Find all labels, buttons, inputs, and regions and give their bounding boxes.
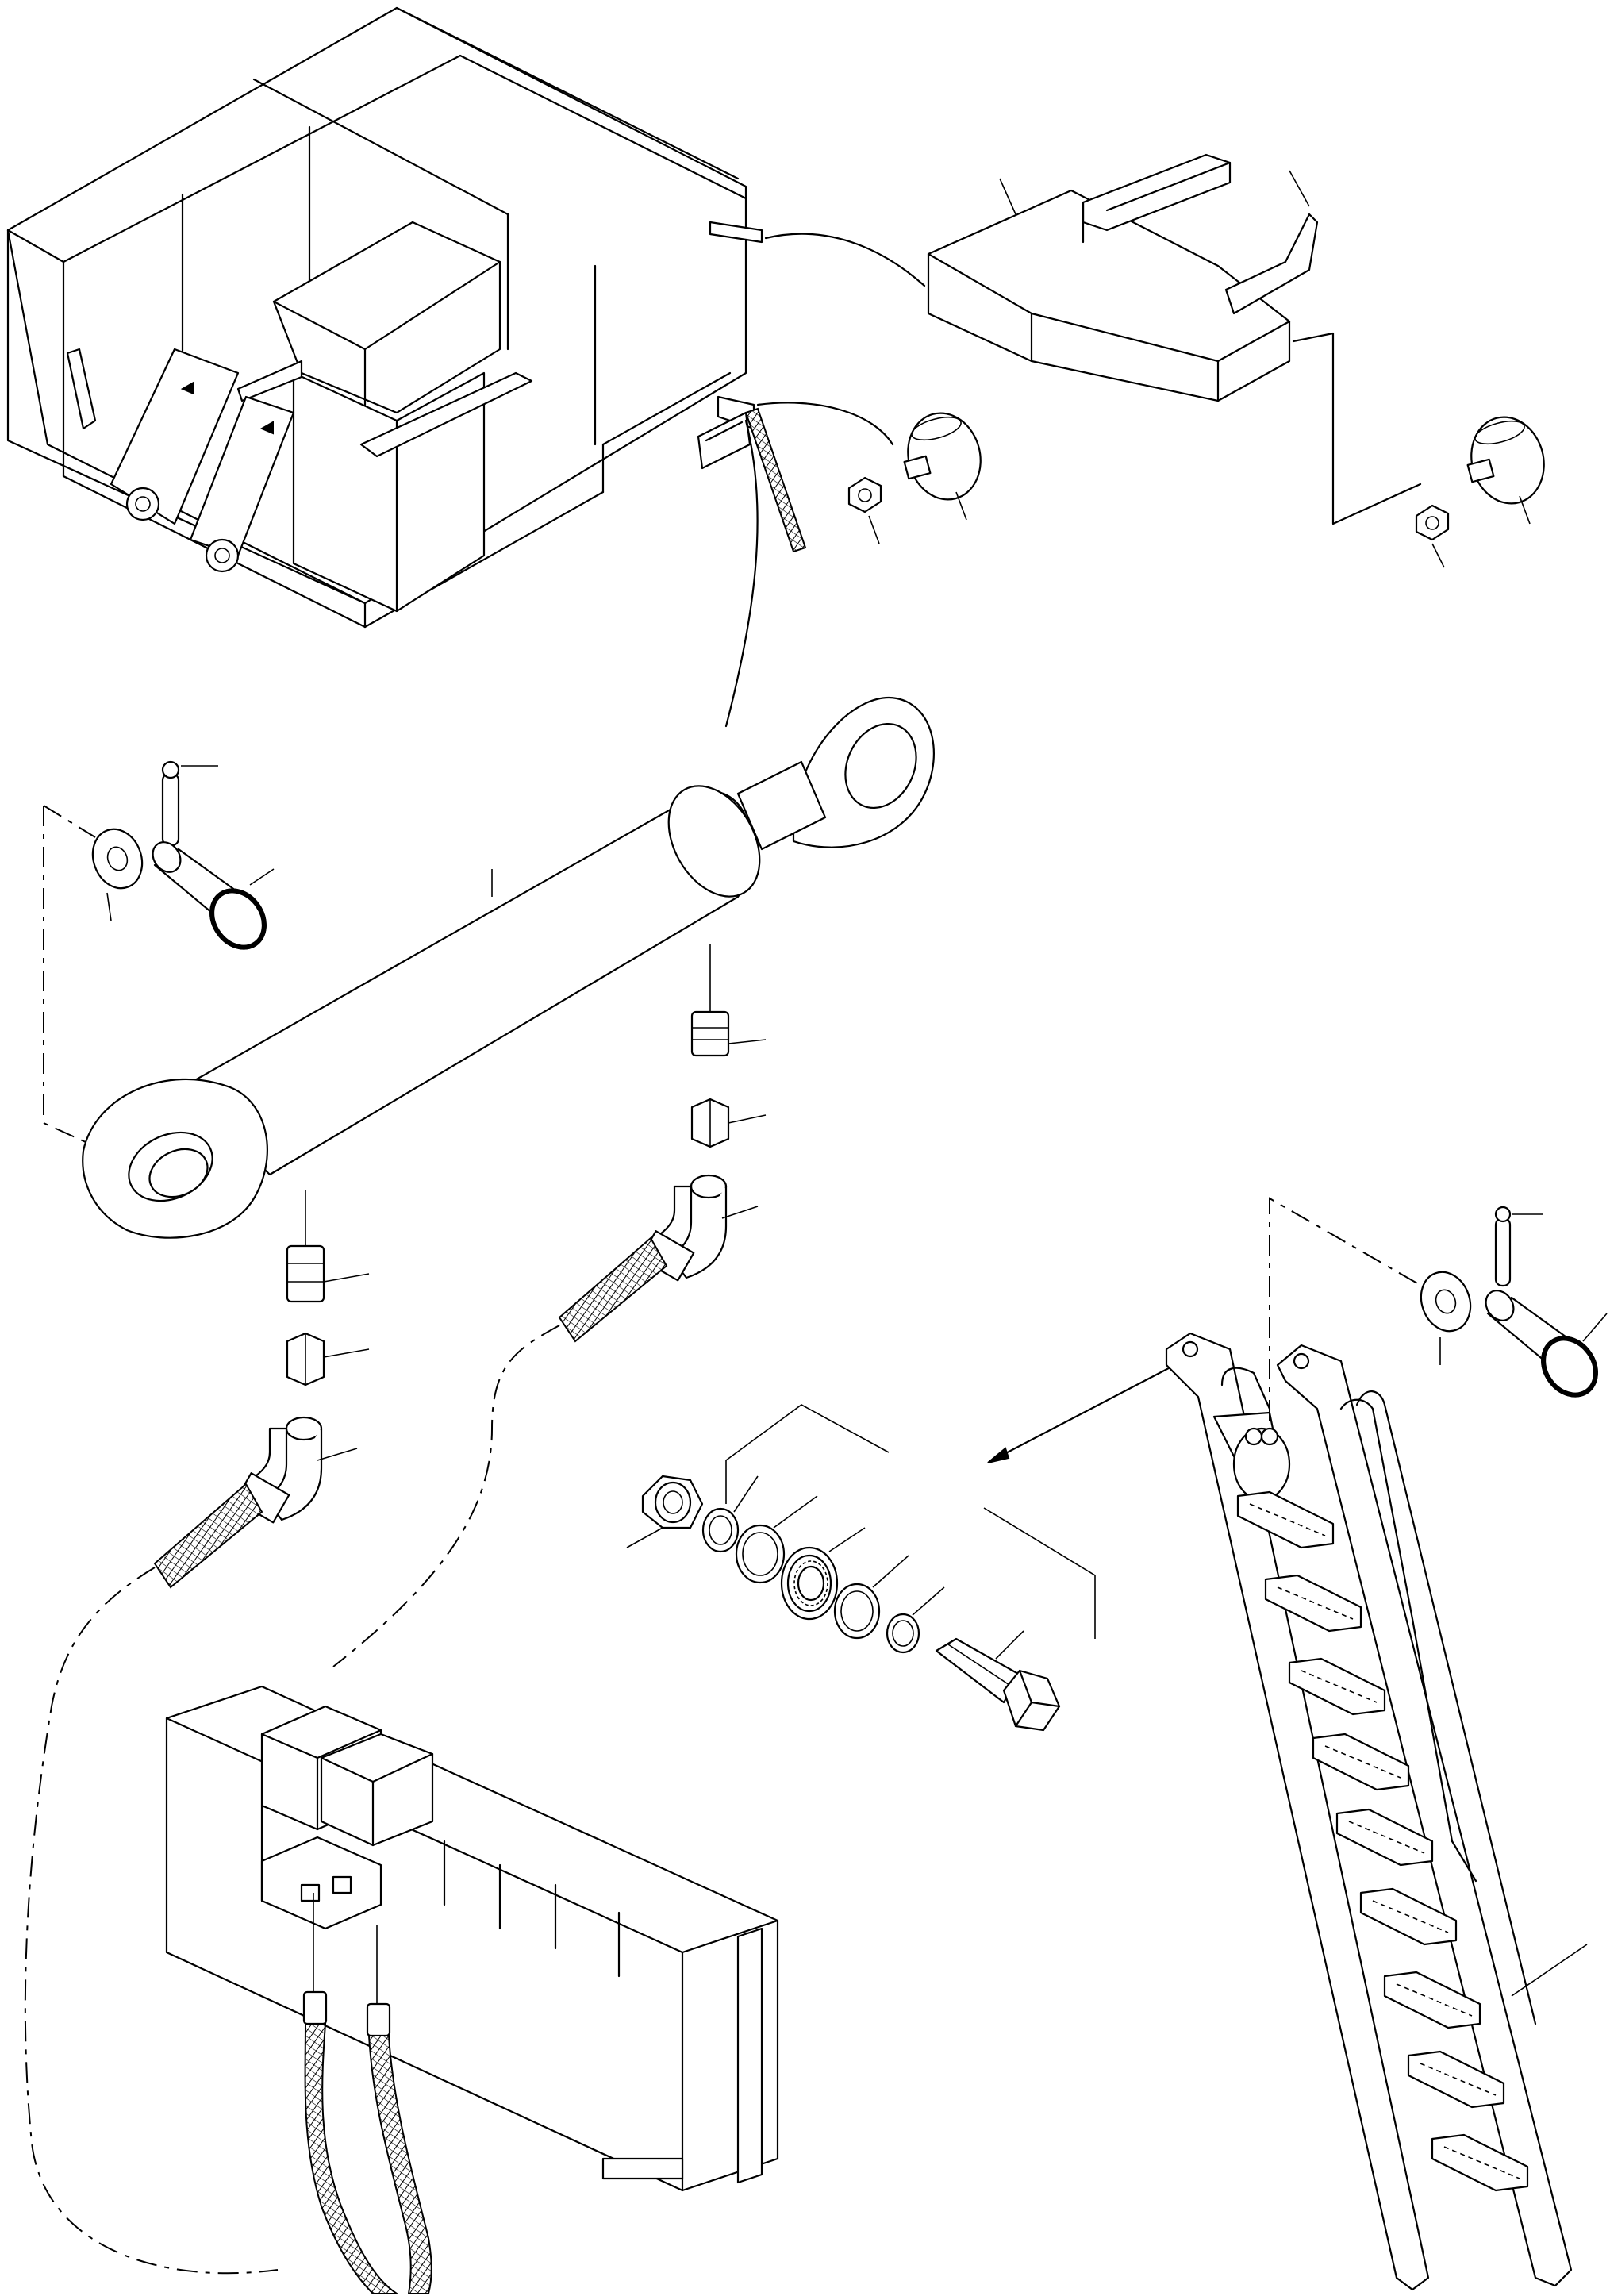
callout-ladder — [1511, 1944, 1588, 1997]
callout-elbow-lower — [317, 1448, 358, 1461]
callout-nut-lower — [323, 1348, 370, 1358]
fitting-nut-lower-left — [286, 1332, 325, 1386]
valve-block — [165, 1685, 779, 2192]
valve-hoses — [302, 1990, 432, 2294]
frame-assembly — [6, 6, 807, 629]
hex-nut-center — [847, 476, 882, 513]
callout-nut-upper — [728, 1114, 767, 1124]
callout-washer-left — [106, 892, 112, 921]
hose-path-lower — [24, 1567, 279, 2275]
callout-knob-center — [955, 491, 967, 521]
hydraulic-cylinder — [82, 696, 935, 1239]
callout-adapter-upper — [728, 1039, 767, 1044]
ladder-steps — [1236, 1490, 1529, 2192]
ladder — [1165, 1332, 1573, 2291]
mounting-knob-right — [1466, 416, 1545, 505]
mount-leader-right — [1292, 332, 1422, 525]
callout-handle — [1289, 170, 1310, 207]
mounting-knob-center — [903, 412, 982, 501]
cotter-pin-right — [1494, 1206, 1512, 1287]
clevis-pin-left — [152, 841, 267, 950]
callout-seal-1 — [773, 1495, 818, 1529]
spacer-ring-2 — [886, 1613, 920, 1654]
callout-spacer-2 — [912, 1586, 945, 1616]
ladder-arrow — [998, 1360, 1184, 1458]
seal-ring-2 — [833, 1583, 881, 1640]
callout-clevis-right — [1582, 1313, 1608, 1342]
hose-path-upper — [332, 1325, 560, 1667]
leader-cylinder — [724, 419, 759, 728]
fitting-adapter-lower-left — [286, 1244, 325, 1303]
callout-hex-bolt — [995, 1630, 1024, 1660]
callout-lock-nut — [626, 1527, 663, 1548]
leader-knob — [756, 402, 894, 446]
washer-right — [1420, 1271, 1472, 1333]
fitting-nut-upper-right — [690, 1098, 730, 1148]
pin-leader-left — [43, 806, 88, 1144]
callout-adapter-lower — [323, 1273, 370, 1283]
counterweight-block — [927, 153, 1319, 402]
callout-seal-2 — [872, 1555, 909, 1588]
elbow-hose-lower-left — [153, 1416, 323, 1589]
washer-left — [91, 828, 144, 890]
lock-nut — [641, 1475, 704, 1529]
clevis-pin-right — [1485, 1290, 1598, 1398]
bolt-bracket-right — [983, 1507, 1096, 1639]
hex-bolt — [935, 1637, 1061, 1732]
bearing — [780, 1546, 839, 1621]
pin-leader-right — [1269, 1197, 1429, 1421]
callout-counterweight — [999, 178, 1016, 215]
seal-ring-1 — [735, 1524, 786, 1584]
callout-nut-center — [868, 515, 880, 544]
hex-nut-right — [1415, 504, 1450, 541]
callout-knob-right — [1519, 495, 1531, 525]
bolt-bracket-left — [725, 1404, 890, 1461]
callout-clevis-left — [249, 868, 275, 886]
cotter-pin-left — [161, 760, 180, 847]
leader-counterweight — [764, 233, 926, 287]
spacer-ring-1 — [701, 1507, 740, 1553]
callout-elbow-upper — [721, 1206, 759, 1219]
callout-spacer-1 — [733, 1475, 759, 1513]
fitting-adapter-upper-right — [690, 1010, 730, 1057]
callout-bearing — [828, 1527, 866, 1552]
callout-nut-right — [1431, 543, 1445, 568]
elbow-hose-upper-right — [558, 1174, 728, 1343]
